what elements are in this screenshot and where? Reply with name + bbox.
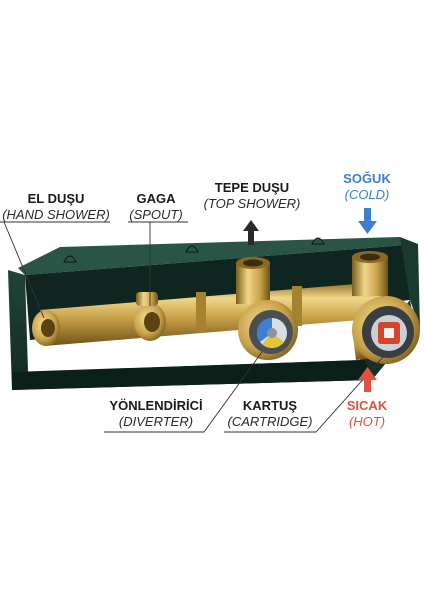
diverter-assembly — [238, 300, 298, 360]
diverter-spindle — [267, 328, 277, 338]
top-shower-arrow — [243, 220, 259, 245]
manifold-joint — [292, 286, 302, 326]
label-top-shower-title: TEPE DUŞU — [214, 180, 290, 195]
cartridge-core-center — [384, 328, 394, 338]
leader-hand-shower — [0, 221, 110, 319]
label-hot-title: SICAK — [346, 398, 388, 413]
label-hand-shower-subtitle: (HAND SHOWER) — [2, 207, 110, 222]
manifold-joint — [196, 292, 206, 332]
cold-arrow — [358, 208, 377, 234]
label-cold-title: SOĞUK — [343, 171, 391, 186]
diverter-blue-segment — [257, 318, 272, 342]
leader-cartridge — [224, 355, 385, 433]
label-cold-subtitle: (COLD) — [344, 187, 390, 202]
label-diverter-title: YÖNLENDİRİCİ — [109, 398, 203, 413]
label-top-shower-subtitle: (TOP SHOWER) — [203, 196, 301, 211]
label-spout-subtitle: (SPOUT) — [129, 207, 183, 222]
label-cold: SOĞUK (COLD) — [328, 171, 406, 203]
mount-tab — [311, 237, 325, 245]
spout-bore — [144, 312, 160, 332]
label-hot: SICAK (HOT) — [334, 398, 400, 430]
leader-lines — [0, 221, 385, 433]
leader-diverter — [104, 351, 263, 433]
leader-spout — [128, 221, 188, 306]
housing-right — [400, 237, 420, 328]
label-cartridge-subtitle: (CARTRIDGE) — [227, 414, 313, 429]
hot-arrow — [358, 367, 377, 392]
label-cartridge-title: KARTUŞ — [242, 398, 298, 413]
cold-bore — [360, 253, 380, 261]
label-hand-shower-title: EL DUŞU — [27, 191, 85, 206]
housing-bottom — [12, 360, 372, 390]
top-shower-bore — [243, 259, 263, 267]
small-fitting — [136, 292, 158, 306]
label-hand-shower: EL DUŞU (HAND SHOWER) — [0, 191, 112, 223]
label-top-shower: TEPE DUŞU (TOP SHOWER) — [196, 180, 308, 212]
mount-tab — [63, 255, 77, 263]
label-cartridge: KARTUŞ (CARTRIDGE) — [220, 398, 320, 430]
mount-tab — [185, 245, 199, 253]
diverter-yellow-segment — [262, 333, 284, 348]
label-diverter: YÖNLENDİRİCİ (DIVERTER) — [100, 398, 212, 430]
label-spout-title: GAGA — [136, 191, 176, 206]
cartridge-assembly — [352, 296, 420, 364]
label-hot-subtitle: (HOT) — [348, 414, 386, 429]
label-spout: GAGA (SPOUT) — [118, 191, 194, 223]
housing-top — [18, 237, 405, 275]
hand-shower-bore — [41, 319, 55, 337]
label-diverter-subtitle: (DIVERTER) — [118, 414, 194, 429]
